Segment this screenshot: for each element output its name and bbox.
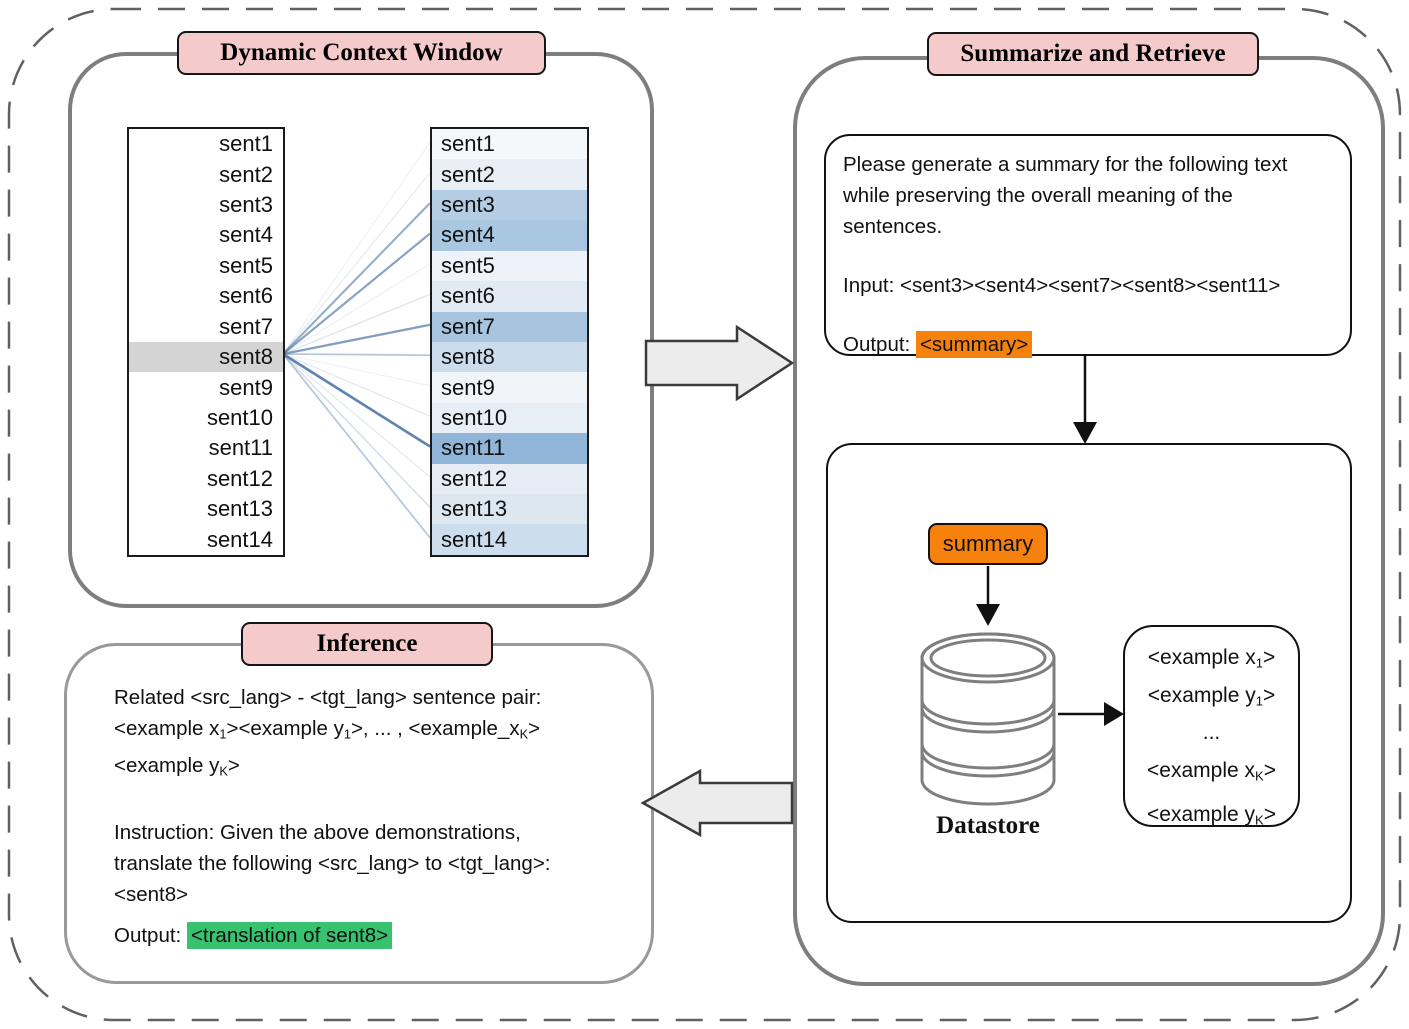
context-sentence-row: sent3 <box>432 190 587 220</box>
inference-line: Instruction: Given the above demonstrati… <box>114 817 638 848</box>
inference-line: <example x1><example y1>, ... , <example… <box>114 713 638 750</box>
source-sentence-row: sent14 <box>129 524 283 554</box>
prompt-output-line: Output: <summary> <box>843 329 1342 360</box>
context-sentence-row: sent8 <box>432 342 587 372</box>
prompt-line: while preserving the overall meaning of … <box>843 180 1342 211</box>
source-sentence-list: sent1sent2sent3sent4sent5sent6sent7sent8… <box>127 127 285 557</box>
prompt-body: Please generate a summary for the follow… <box>843 149 1342 242</box>
source-sentence-row: sent7 <box>129 312 283 342</box>
source-sentence-row: sent13 <box>129 494 283 524</box>
summary-chip: summary <box>928 523 1048 565</box>
context-sentence-list: sent1sent2sent3sent4sent5sent6sent7sent8… <box>430 127 589 557</box>
source-sentence-row: sent3 <box>129 190 283 220</box>
source-sentence-row: sent9 <box>129 372 283 402</box>
source-sentence-row: sent5 <box>129 251 283 281</box>
context-sentence-row: sent13 <box>432 494 587 524</box>
inference-instruction-paragraph: Instruction: Given the above demonstrati… <box>114 817 638 910</box>
inference-line: <sent8> <box>114 879 638 910</box>
context-sentence-row: sent6 <box>432 281 587 311</box>
example-line: ... <box>1125 714 1298 752</box>
inference-line: translate the following <src_lang> to <t… <box>114 848 638 879</box>
flow-arrow-right <box>646 327 792 399</box>
prompt-input-line: Input: <sent3><sent4><sent7><sent8><sent… <box>843 270 1342 301</box>
translation-tag-highlight: <translation of sent8> <box>187 922 392 949</box>
context-sentence-row: sent2 <box>432 159 587 189</box>
context-sentence-row: sent10 <box>432 403 587 433</box>
inference-output-line: Output: <translation of sent8> <box>114 920 638 951</box>
prompt-line: Please generate a summary for the follow… <box>843 149 1342 180</box>
source-sentence-row: sent4 <box>129 220 283 250</box>
summary-tag-highlight: <summary> <box>916 331 1032 358</box>
prompt-line: sentences. <box>843 211 1342 242</box>
context-sentence-row: sent9 <box>432 372 587 402</box>
title-inference: Inference <box>241 622 493 666</box>
example-line: <example y1> <box>1125 683 1298 715</box>
example-line: <example yK> <box>1125 796 1298 840</box>
inference-line: Related <src_lang> - <tgt_lang> sentence… <box>114 682 638 713</box>
context-sentence-row: sent11 <box>432 433 587 463</box>
source-sentence-row: sent8 <box>129 342 283 372</box>
source-sentence-row: sent1 <box>129 129 283 159</box>
flow-arrow-left <box>643 771 792 835</box>
inference-demos-paragraph: Related <src_lang> - <tgt_lang> sentence… <box>114 682 638 786</box>
source-sentence-row: sent12 <box>129 464 283 494</box>
title-summarize-retrieve: Summarize and Retrieve <box>927 32 1259 76</box>
source-sentence-row: sent11 <box>129 433 283 463</box>
summary-prompt-box: Please generate a summary for the follow… <box>824 134 1352 356</box>
output-prefix: Output: <box>843 333 916 356</box>
inference-prompt-text: Related <src_lang> - <tgt_lang> sentence… <box>114 682 638 951</box>
output-prefix: Output: <box>114 924 187 947</box>
context-sentence-row: sent4 <box>432 220 587 250</box>
context-sentence-row: sent7 <box>432 312 587 342</box>
example-line: <example xK> <box>1125 752 1298 796</box>
retrieved-examples-box: <example x1><example y1>...<example xK><… <box>1123 625 1300 827</box>
title-dynamic-context-window: Dynamic Context Window <box>177 31 546 75</box>
context-sentence-row: sent12 <box>432 464 587 494</box>
source-sentence-row: sent10 <box>129 403 283 433</box>
example-line: <example x1> <box>1125 639 1298 683</box>
inference-line: <example yK> <box>114 750 638 787</box>
source-sentence-row: sent2 <box>129 159 283 189</box>
context-sentence-row: sent14 <box>432 524 587 554</box>
context-sentence-row: sent1 <box>432 129 587 159</box>
datastore-label: Datastore <box>898 812 1078 840</box>
source-sentence-row: sent6 <box>129 281 283 311</box>
context-sentence-row: sent5 <box>432 251 587 281</box>
